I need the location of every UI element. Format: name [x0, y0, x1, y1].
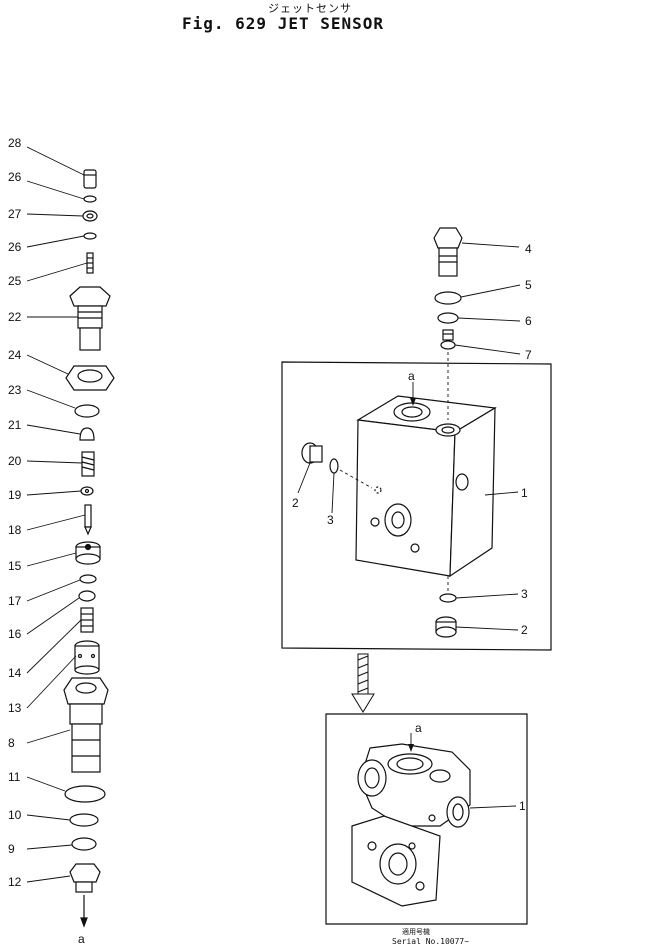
label-a-lower: a [415, 721, 422, 735]
label-25: 25 [8, 274, 22, 288]
part-3-bottom-ring [439, 593, 457, 603]
label-4: 4 [525, 242, 532, 256]
left-leader-lines [26, 146, 88, 883]
part-6-o-ring [437, 312, 459, 324]
part-21-cap [79, 427, 95, 441]
label-24: 24 [8, 348, 22, 362]
label-19: 19 [8, 488, 22, 502]
port-a-arrow-upper [410, 398, 416, 406]
label-20: 20 [8, 454, 22, 468]
label-11: 11 [8, 770, 21, 784]
figure-title: Fig. 629 JET SENSOR [182, 14, 385, 33]
part-19-washer [80, 486, 94, 496]
part-26-washer-2 [83, 232, 97, 240]
part-17-ring [79, 574, 97, 584]
label-18: 18 [8, 523, 22, 537]
part-25-screw [86, 252, 94, 274]
label-26: 26 [8, 170, 22, 184]
part-13-sleeve [74, 640, 100, 675]
serial-number: Serial No.10077~ [392, 937, 470, 946]
label-5: 5 [525, 278, 532, 292]
label-14: 14 [8, 666, 22, 680]
upper-frame [281, 361, 552, 651]
part-1-valve-block [355, 395, 497, 578]
label-23: 23 [8, 383, 22, 397]
upper-part-numbers: 4 5 6 7 a 1 2 3 3 2 [292, 242, 532, 637]
label-a-upper: a [408, 369, 415, 383]
label-12: 12 [8, 875, 22, 889]
part-10-o-ring [69, 813, 99, 827]
label-2-left: 2 [292, 496, 299, 510]
transition-arrow [351, 653, 375, 713]
part-18-pin [84, 504, 92, 536]
part-12-plug [69, 863, 101, 893]
label-21: 21 [8, 418, 22, 432]
lower-part-numbers: a 1 [415, 721, 526, 813]
label-9: 9 [8, 842, 15, 856]
label-22: 22 [8, 310, 22, 324]
part-9-ring [71, 837, 97, 851]
label-16: 16 [8, 627, 22, 641]
label-26b: 26 [8, 240, 22, 254]
upper-assembly [281, 227, 552, 651]
part-15-seat [75, 541, 101, 565]
part-16-ring [78, 590, 96, 602]
left-part-numbers: 28 26 27 26 25 22 24 23 21 20 19 18 15 1… [8, 136, 85, 946]
part-27-nut [82, 210, 98, 222]
part-22-plug [69, 286, 111, 351]
label-10: 10 [8, 808, 22, 822]
part-8-valve-body [63, 677, 109, 773]
label-7: 7 [525, 348, 532, 362]
lower-frame [325, 713, 528, 925]
port-a-arrow-lower [408, 744, 414, 752]
part-23-o-ring [74, 404, 100, 418]
part-3-left-ring [329, 458, 339, 474]
figure-title-japanese: ジェットセンサ [268, 2, 352, 15]
part-1-housing [351, 743, 471, 907]
part-26-washer [83, 195, 97, 203]
part-5-o-ring [434, 291, 462, 305]
label-6: 6 [525, 314, 532, 328]
part-2-bottom-plug [435, 616, 457, 638]
part-14-spring [80, 607, 94, 633]
label-17: 17 [8, 594, 22, 608]
label-15: 15 [8, 559, 22, 573]
part-7-plug [440, 329, 456, 350]
applicability-label: 適用号機 [402, 928, 430, 936]
label-a-bottom: a [78, 932, 85, 946]
lower-assembly [325, 713, 528, 925]
label-2-bottom: 2 [521, 623, 528, 637]
upper-leader-lines [297, 242, 521, 631]
part-28-cap [83, 169, 97, 189]
part-11-o-ring [64, 785, 106, 803]
part-20-spring [81, 451, 95, 477]
label-8: 8 [8, 736, 15, 750]
label-1-lower: 1 [519, 799, 526, 813]
part-4-fitting [433, 227, 463, 277]
label-3-left: 3 [327, 513, 334, 527]
left-parts-column [63, 169, 115, 928]
part-2-left-plug [301, 442, 323, 464]
label-3-bottom: 3 [521, 587, 528, 601]
part-24-locknut [65, 365, 115, 391]
label-28: 28 [8, 136, 22, 150]
label-27: 27 [8, 207, 22, 221]
label-13: 13 [8, 701, 22, 715]
label-1-upper: 1 [521, 486, 528, 500]
